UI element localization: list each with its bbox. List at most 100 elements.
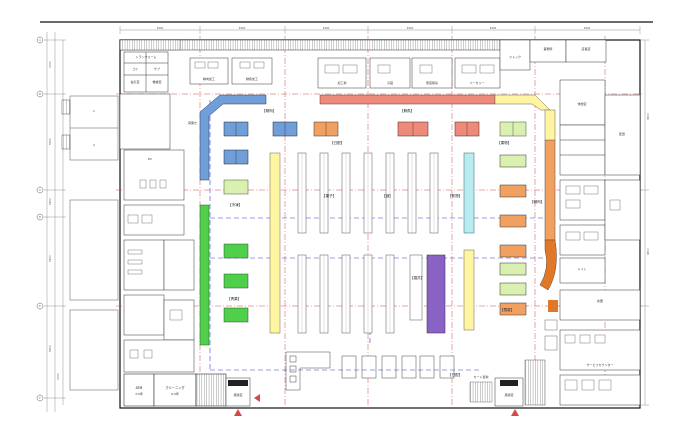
stair-block-top-left (119, 39, 181, 51)
gondola-cyan (463, 152, 475, 234)
right-fixtures (564, 185, 621, 391)
room-unload: 荷捌き (188, 120, 197, 125)
zone-label-fruit: 【果物】 (497, 140, 511, 145)
wall-case-green (199, 204, 210, 346)
bottom-left-tenants (123, 373, 227, 407)
zone-label-sweets: 【菓子】 (322, 193, 336, 198)
room-refrigeration: 冷蔵 (387, 80, 393, 85)
atm-area: 3.5坪 (135, 391, 143, 396)
room-prep-fish: 鮮魚加工 (246, 76, 258, 81)
entrance-west-label: 風除室 (233, 392, 242, 397)
dim-top-2: 6300 (239, 26, 246, 30)
atm-label: ATM (136, 386, 143, 390)
room-prep-meat: 精肉加工 (203, 76, 215, 81)
dim-left-6: 2700 (56, 373, 60, 380)
zone-label-produce: 【青果】 (227, 296, 241, 301)
zone-label-meat-2: 【精肉】 (530, 199, 544, 204)
room-machine: 機械室 (152, 79, 161, 84)
cleaning-label: クリーニング (165, 385, 185, 390)
room-ec: EC (148, 157, 152, 161)
zone-label-dry: 【乾物】 (448, 193, 462, 198)
zone-label-goods: 【雑貨】 (410, 275, 424, 280)
back-fixtures (194, 61, 495, 74)
zone-label-alcohol: 【酒】 (382, 193, 393, 198)
left-dimension-lines (44, 32, 66, 412)
grocery-gondolas (297, 152, 439, 334)
zone-label-daily: 【日配】 (330, 140, 344, 145)
islands-right-column (499, 154, 527, 316)
left-axis-bubbles (36, 36, 44, 402)
axis-label-d: D (39, 215, 41, 219)
room-trunk: トランクルーム (136, 54, 157, 59)
room-bakery: ベーカリー (469, 80, 484, 85)
axis-label-b: B (39, 92, 41, 96)
islands-lightgreen-left (223, 179, 249, 195)
top-dimension-lines (119, 26, 641, 34)
wall-case-orange (544, 139, 556, 241)
dim-left-3: 5400 (48, 198, 52, 205)
checkout-counter (285, 351, 331, 391)
dim-right-1: 3600 (646, 113, 650, 120)
wall-case-blue (199, 94, 267, 181)
dim-left-5: 5400 (48, 345, 52, 352)
entrance-west-side-arrow (254, 394, 260, 402)
entrance-west-arrow (234, 409, 242, 416)
cart-area-label: カート置場 (473, 374, 488, 379)
wall-case-salmon (319, 94, 496, 105)
room-toilet: トイレ (577, 267, 586, 271)
room-storage: 倉庫 (597, 298, 603, 303)
island-dividers (235, 122, 514, 164)
islands-green (223, 243, 249, 323)
entrance-west-mat (228, 380, 248, 386)
room-stock: ストック (509, 54, 521, 59)
right-block-1 (548, 300, 558, 312)
room-counter: サービスカウンター (586, 362, 613, 367)
cleaning-area: 6.0坪 (171, 391, 179, 396)
gondola-yellow-left (269, 152, 281, 334)
entrance-east-mat (500, 380, 518, 386)
gondola-purple-2 (409, 254, 423, 321)
left-ext-label-1: 1 (93, 109, 95, 113)
right-block-2 (544, 319, 558, 331)
right-block-3 (544, 335, 558, 351)
room-manager: 店長室 (581, 46, 590, 51)
wall-case-orange-curve (539, 239, 557, 291)
dim-left-1: 2700 (48, 61, 52, 68)
checkout-lanes (341, 355, 455, 379)
entrance-east-arrow (511, 409, 519, 416)
dim-right-2: 4800 (646, 248, 650, 255)
right-dimension-lines (641, 39, 649, 406)
gondola-yellow-mid (463, 249, 475, 331)
left-exterior (61, 95, 136, 391)
dim-top-6: 6300 (584, 26, 591, 30)
wall-case-yellow-right (544, 109, 556, 141)
dim-left-2: 5400 (48, 138, 52, 145)
axis-label-a: A (39, 38, 41, 42)
zone-label-deli: 【惣菜】 (500, 307, 514, 312)
wall-case-yellow-corner (494, 94, 551, 111)
dim-top-3: 6300 (323, 26, 330, 30)
room-staff: 休憩室 (577, 101, 586, 106)
zone-label-daily-2: 【日配】 (448, 372, 462, 377)
room-delivery: 配送 (619, 131, 625, 136)
axis-label-c: C (39, 188, 41, 192)
back-rooms-right (529, 39, 641, 176)
dim-top-5: 6300 (490, 26, 497, 30)
room-electrical: 電気室 (130, 79, 139, 84)
cart-area (469, 381, 493, 403)
axis-label-e: E (39, 304, 41, 308)
zone-label-meat: 【精肉】 (262, 108, 276, 113)
left-ext-label-2: 2 (93, 143, 95, 147)
room-deli-kitchen: 惣菜厨房 (426, 80, 438, 85)
room-trash: ゴミ (132, 66, 138, 71)
zone-label-frozen: 【冷凍】 (228, 202, 242, 207)
dim-top-4: 6300 (407, 26, 414, 30)
room-sub: サブ (154, 66, 160, 71)
stair-core (524, 359, 546, 406)
gondola-purple-1 (426, 254, 446, 334)
room-process: 加工場 (337, 80, 346, 85)
zone-label-fish: 【鮮魚】 (400, 108, 414, 113)
left-fixtures (127, 179, 183, 359)
dim-top-1: 6300 (157, 26, 164, 30)
